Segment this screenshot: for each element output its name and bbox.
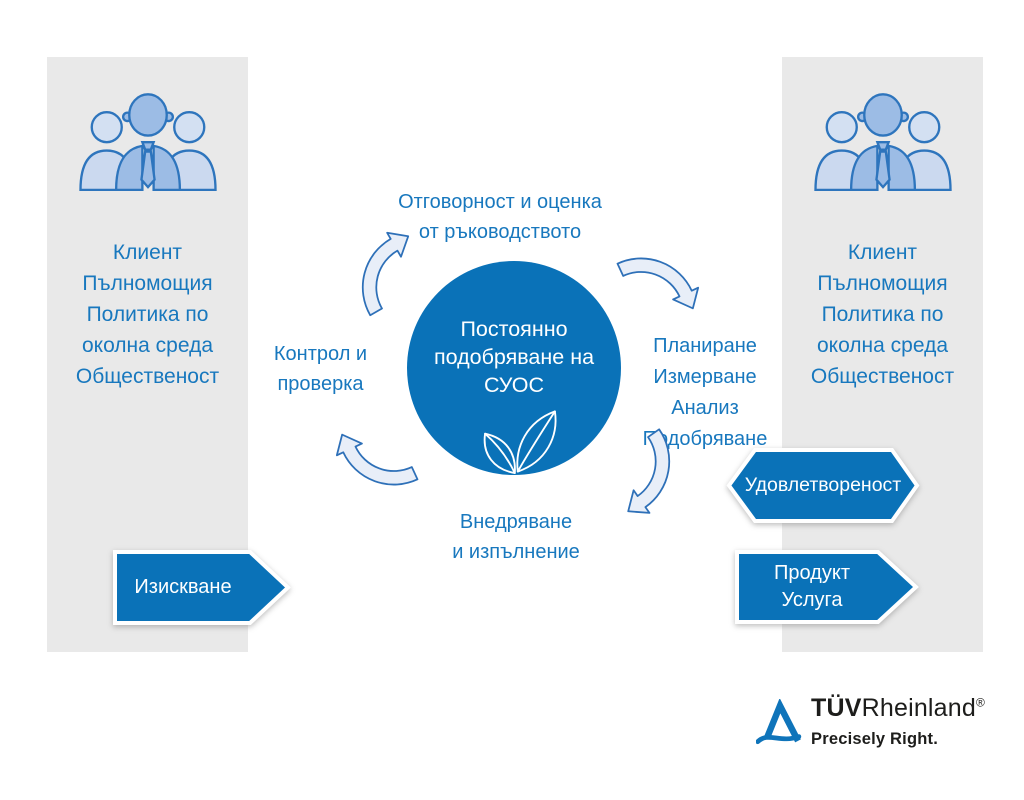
banner-line: Продукт bbox=[774, 562, 850, 584]
banner-label: Удовлетвореност bbox=[744, 474, 902, 496]
label-management-responsibility: Отговорност и оценка от ръководството bbox=[350, 187, 650, 247]
panel-line: Общественост bbox=[810, 365, 955, 388]
tuv-text: TÜV bbox=[811, 694, 862, 722]
client-panel-text: Клиент Пълномощия Политика по околна сре… bbox=[811, 237, 954, 392]
client-panel-right: Клиент Пълномощия Политика по околна сре… bbox=[782, 57, 983, 652]
registered-mark: ® bbox=[976, 695, 986, 710]
tuv-rheinland-logo: TÜVRheinland® Precisely Right. bbox=[753, 694, 993, 764]
client-panel-text: Клиент Пълномощия Политика по околна сре… bbox=[76, 237, 219, 392]
label-implementation: Внедряване и изпълнение bbox=[366, 507, 666, 567]
label-control-check: Контрол и проверка bbox=[248, 339, 393, 399]
panel-line: околна среда bbox=[81, 334, 213, 357]
label-line: Отговорност и оценка bbox=[398, 191, 602, 213]
satisfaction-banner: Удовлетвореност bbox=[726, 448, 920, 523]
team-icon bbox=[813, 93, 952, 191]
panel-line: Пълномощия bbox=[82, 272, 213, 295]
circle-title-line: подобряване на bbox=[433, 345, 595, 369]
label-line: проверка bbox=[277, 373, 364, 395]
banner-label: Изискване bbox=[134, 576, 232, 598]
tuv-wordmark: TÜVRheinland® Precisely Right. bbox=[811, 694, 985, 749]
label-line: Планиране bbox=[653, 335, 757, 357]
curved-arrow-bottom-right-icon bbox=[586, 401, 726, 542]
label-line: Контрол и bbox=[273, 343, 368, 365]
banner-line: Услуга bbox=[781, 589, 843, 611]
curved-arrow-top-right-icon bbox=[591, 207, 726, 341]
curved-arrow-top-left-icon bbox=[308, 205, 446, 343]
panel-line: Общественост bbox=[75, 365, 220, 388]
label-line: от ръководството bbox=[418, 221, 582, 243]
panel-line: Политика по bbox=[821, 303, 944, 326]
tuv-tagline: Precisely Right. bbox=[811, 730, 938, 748]
label-line: Внедряване bbox=[459, 511, 573, 533]
panel-line: околна среда bbox=[816, 334, 948, 357]
continuous-improvement-circle: Постоянно подобряване на СУОС bbox=[407, 261, 621, 475]
panel-line: Политика по bbox=[86, 303, 209, 326]
hexagon-ribbon-icon bbox=[726, 448, 920, 523]
curved-arrow-bottom-left-icon bbox=[310, 402, 445, 536]
label-planning-measuring: Планиране Измерване Анализ Подобряване bbox=[629, 331, 781, 455]
arrow-ribbon-icon bbox=[113, 550, 291, 625]
circle-title-line: СУОС bbox=[483, 373, 544, 397]
banner-label: Продукт Услуга bbox=[774, 560, 880, 614]
rheinland-text: Rheinland bbox=[861, 694, 976, 722]
requirement-banner: Изискване bbox=[113, 550, 291, 625]
label-line: и изпълнение bbox=[452, 541, 580, 563]
circle-title-line: Постоянно bbox=[460, 317, 568, 341]
label-line: Измерване bbox=[653, 366, 757, 388]
circle-title: Постоянно подобряване на СУОС bbox=[407, 315, 621, 399]
arrow-ribbon-icon bbox=[735, 550, 919, 624]
tuv-triangle-icon bbox=[756, 699, 802, 745]
product-service-banner: Продукт Услуга bbox=[735, 550, 919, 624]
team-icon bbox=[78, 93, 217, 191]
leaf-icon bbox=[483, 410, 557, 474]
panel-line: Клиент bbox=[847, 241, 918, 264]
panel-line: Пълномощия bbox=[817, 272, 948, 295]
label-line: Анализ bbox=[671, 397, 739, 419]
label-line: Подобряване bbox=[642, 428, 768, 450]
tuv-wordmark-line: TÜVRheinland® bbox=[811, 694, 985, 723]
panel-line: Клиент bbox=[112, 241, 183, 264]
